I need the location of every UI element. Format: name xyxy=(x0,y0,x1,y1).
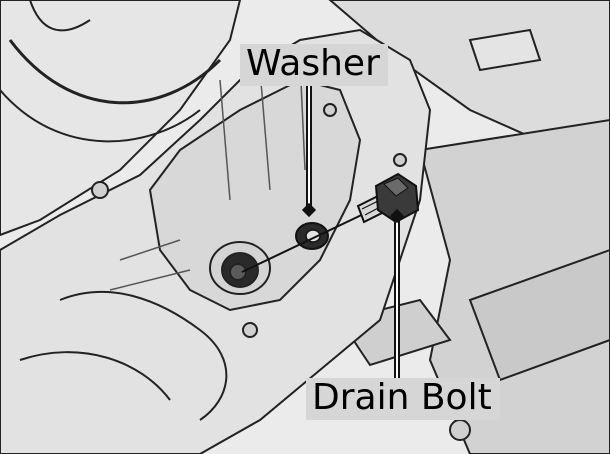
subframe xyxy=(328,0,610,454)
callout-leaders xyxy=(301,82,405,380)
drain-bolt-callout-label: Drain Bolt xyxy=(306,378,500,420)
exhaust-pipe xyxy=(0,0,242,237)
washer-part xyxy=(295,222,329,250)
alignment-line xyxy=(241,209,373,273)
drain-bolt-part xyxy=(356,172,420,224)
washer-callout-label: Washer xyxy=(240,44,388,86)
drain-hole xyxy=(209,241,271,295)
